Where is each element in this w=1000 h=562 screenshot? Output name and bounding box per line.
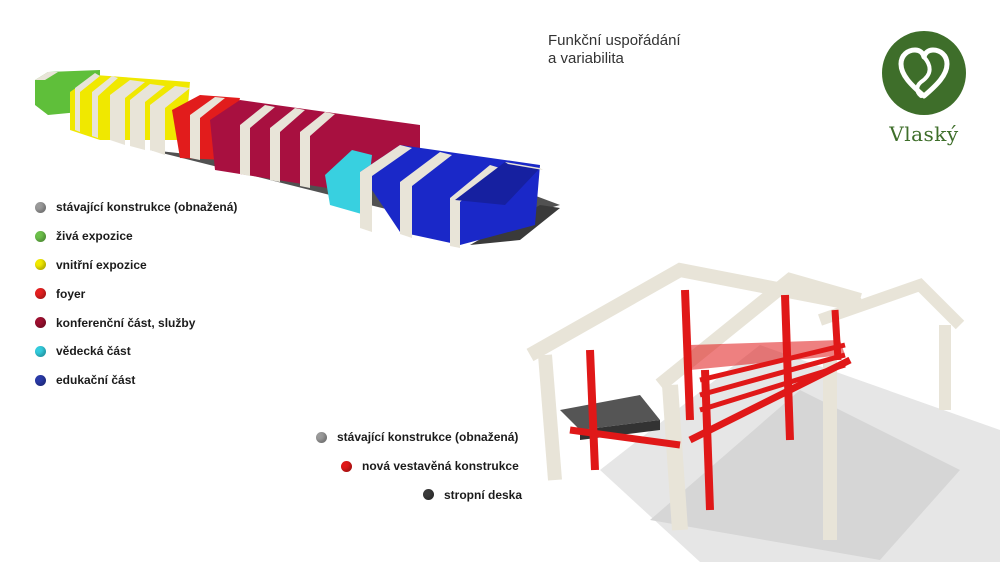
- structure-legend: stávající konstrukce (obnažená) nová ves…: [316, 423, 522, 509]
- legend-dot-gray: [35, 201, 46, 213]
- legend-label: stropní deska: [444, 487, 523, 502]
- heart-leaf-icon: [882, 31, 966, 115]
- structure-cutaway-model: [526, 262, 1000, 562]
- page-title-line-2: a variabilita: [548, 50, 624, 67]
- legend-label: edukační část: [56, 373, 136, 388]
- legend-label: nová vestavěná konstrukce: [362, 459, 519, 474]
- legend-item-education: edukační část: [35, 366, 237, 395]
- legend-item-live-exposition: živá expozice: [35, 222, 237, 251]
- legend-label: vnitřní expozice: [56, 257, 147, 272]
- functions-legend: stávající konstrukce (obnažená) živá exp…: [35, 193, 237, 395]
- legend-dot-dark: [423, 489, 434, 501]
- legend-dot-crimson: [35, 317, 46, 329]
- legend-item-existing-structure: stávající konstrukce (obnažená): [35, 193, 237, 222]
- legend-dot-green: [35, 230, 46, 242]
- legend-dot-gray: [316, 431, 327, 443]
- legend-dot-red: [341, 460, 352, 472]
- legend-item-existing-structure: stávající konstrukce (obnažená): [316, 423, 522, 452]
- legend-item-conference: konferenční část, služby: [35, 308, 237, 337]
- legend-item-new-structure: nová vestavěná konstrukce: [316, 452, 522, 481]
- legend-dot-yellow: [35, 259, 46, 271]
- brand-logo: Vlaský: [880, 30, 968, 146]
- legend-dot-red: [35, 288, 46, 300]
- page-title-line-1: Funkční uspořádání: [548, 32, 681, 49]
- legend-item-floor-slab: stropní deska: [316, 481, 522, 510]
- legend-label: foyer: [56, 286, 86, 301]
- legend-label: stávající konstrukce (obnažená): [56, 200, 238, 215]
- legend-item-science: vědecká část: [35, 337, 237, 366]
- legend-label: stávající konstrukce (obnažená): [337, 430, 519, 445]
- legend-item-indoor-exposition: vnitřní expozice: [35, 251, 237, 280]
- page-title: Funkční uspořádání a variabilita: [548, 32, 681, 68]
- legend-label: vědecká část: [56, 344, 131, 359]
- legend-dot-blue: [35, 374, 46, 386]
- legend-label: konferenční část, služby: [56, 315, 196, 330]
- legend-label: živá expozice: [56, 229, 133, 244]
- legend-dot-cyan: [35, 345, 46, 357]
- functional-zoning-model: [35, 70, 560, 248]
- brand-name: Vlaský: [889, 122, 959, 146]
- legend-item-foyer: foyer: [35, 279, 237, 308]
